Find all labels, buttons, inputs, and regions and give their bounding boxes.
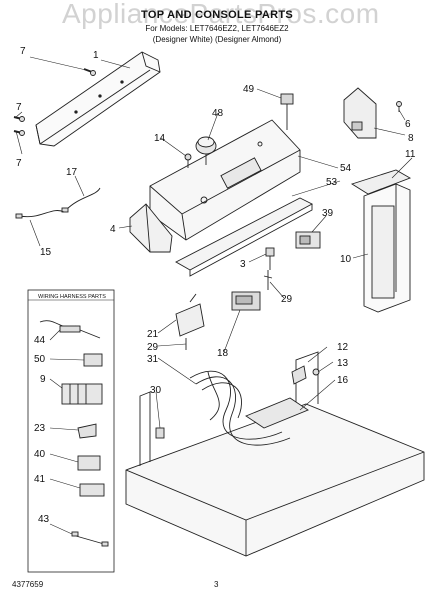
callout-7-c: 7 bbox=[16, 158, 22, 169]
wiring-harness-title: WIRING HARNESS PARTS bbox=[38, 294, 106, 300]
callout-labels: 7 1 7 7 14 48 49 6 8 11 54 53 17 39 4 15… bbox=[16, 46, 416, 525]
callout-48: 48 bbox=[212, 108, 224, 119]
callout-41: 41 bbox=[34, 474, 46, 485]
end-cap-part bbox=[343, 87, 377, 139]
callout-16: 16 bbox=[337, 375, 349, 386]
callout-50: 50 bbox=[34, 354, 46, 365]
callout-4: 4 bbox=[110, 224, 116, 235]
callout-15: 15 bbox=[40, 247, 52, 258]
callout-11: 11 bbox=[405, 149, 416, 160]
screw-part bbox=[83, 68, 96, 76]
wiring-harness-box bbox=[27, 289, 115, 573]
callout-8: 8 bbox=[408, 133, 414, 144]
page-title: TOP AND CONSOLE PARTS bbox=[141, 9, 293, 21]
screw-part bbox=[13, 116, 25, 122]
knob-part bbox=[195, 136, 217, 165]
bracket-part bbox=[175, 293, 205, 337]
callout-53: 53 bbox=[326, 177, 338, 188]
end-cap-part bbox=[129, 203, 173, 253]
callout-9: 9 bbox=[40, 374, 46, 385]
page-number: 3 bbox=[214, 580, 219, 589]
callout-1: 1 bbox=[93, 50, 99, 61]
callout-30: 30 bbox=[150, 385, 162, 396]
callout-21: 21 bbox=[147, 329, 159, 340]
wire-harness-part bbox=[189, 370, 291, 446]
screw-part bbox=[184, 153, 192, 168]
connector-part bbox=[61, 383, 103, 405]
screw-part bbox=[263, 270, 273, 290]
callout-3: 3 bbox=[240, 259, 246, 270]
connector-part bbox=[79, 483, 105, 497]
clip-part bbox=[77, 423, 97, 439]
callout-31: 31 bbox=[147, 354, 159, 365]
clip-part bbox=[155, 427, 165, 439]
wire-part bbox=[61, 187, 101, 213]
console-panel-part bbox=[149, 119, 301, 241]
callout-12: 12 bbox=[337, 342, 349, 353]
support-bar-part bbox=[175, 197, 313, 277]
side-frame-part bbox=[363, 183, 411, 313]
wire-part bbox=[15, 210, 65, 219]
screw-part bbox=[396, 101, 402, 112]
cabinet-top-part bbox=[125, 351, 425, 557]
callout-29-a: 29 bbox=[281, 294, 293, 305]
callout-14: 14 bbox=[154, 133, 166, 144]
lamp-socket-part bbox=[291, 365, 307, 385]
callout-7-b: 7 bbox=[16, 102, 22, 113]
wire-part bbox=[71, 531, 109, 547]
document-part-number: 4377659 bbox=[12, 580, 44, 589]
terminal-part bbox=[39, 320, 101, 339]
clip-part bbox=[265, 247, 275, 270]
callout-10: 10 bbox=[340, 254, 352, 265]
callout-23: 23 bbox=[34, 423, 46, 434]
screw-part bbox=[13, 130, 25, 136]
callout-13: 13 bbox=[337, 358, 349, 369]
callout-18: 18 bbox=[217, 348, 229, 359]
connector-part bbox=[83, 353, 103, 367]
callout-49: 49 bbox=[243, 84, 255, 95]
connector-part bbox=[77, 455, 101, 471]
callout-6: 6 bbox=[405, 119, 411, 130]
watermark: AppliancePartsPros.com bbox=[62, 0, 380, 29]
callout-40: 40 bbox=[34, 449, 46, 460]
callout-29-b: 29 bbox=[147, 342, 159, 353]
timer-part bbox=[231, 291, 261, 311]
model-numbers: For Models: LET7646EZ2, LET7646EZ2 bbox=[145, 24, 289, 33]
knob-part bbox=[280, 93, 294, 130]
switch-part bbox=[295, 231, 321, 249]
callout-54: 54 bbox=[340, 163, 352, 174]
screw-part bbox=[312, 368, 320, 376]
callout-7-a: 7 bbox=[20, 46, 26, 57]
finish-description: (Designer White) (Designer Almond) bbox=[152, 35, 282, 44]
end-cap-part bbox=[350, 169, 412, 195]
callout-43: 43 bbox=[38, 514, 50, 525]
rear-bracket-part bbox=[35, 51, 161, 147]
callout-39: 39 bbox=[322, 208, 334, 219]
callout-44: 44 bbox=[34, 335, 46, 346]
callout-17: 17 bbox=[66, 167, 78, 178]
